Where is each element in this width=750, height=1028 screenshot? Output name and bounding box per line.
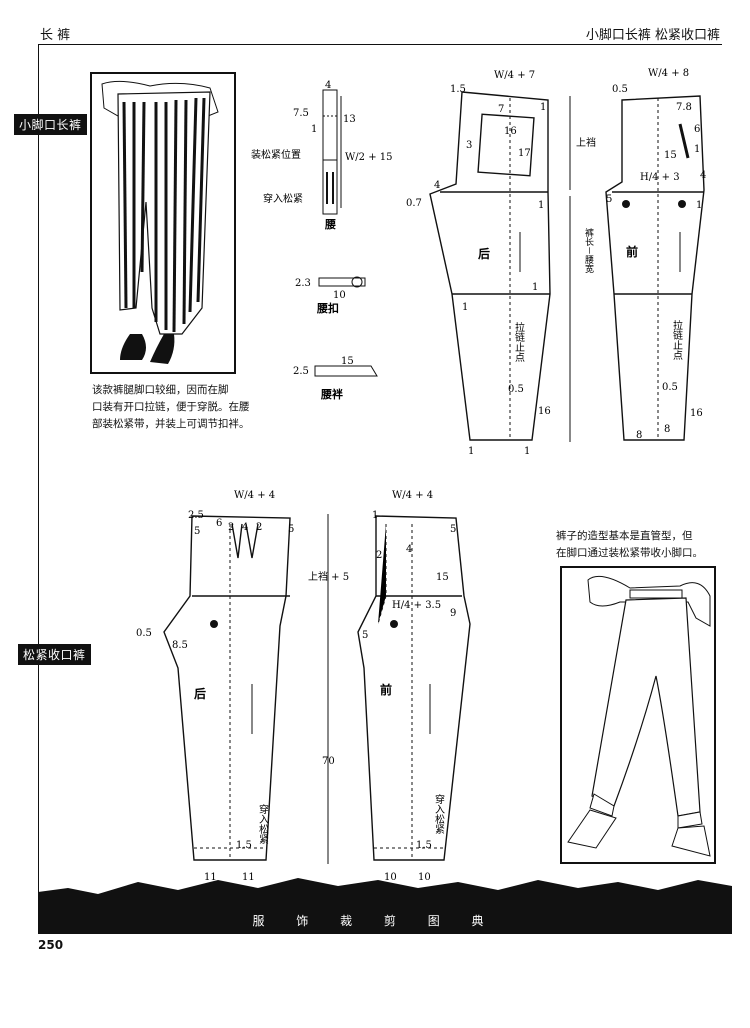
svg-text:W/4 + 4: W/4 + 4: [234, 490, 275, 501]
figure-elastic-cuff-trousers: [560, 566, 716, 864]
svg-text:5: 5: [606, 194, 612, 205]
svg-text:2.3: 2.3: [295, 278, 311, 289]
svg-text:8.5: 8.5: [172, 640, 188, 651]
svg-text:0.5: 0.5: [612, 84, 628, 95]
svg-text:17: 17: [518, 148, 531, 159]
svg-text:1: 1: [311, 124, 317, 135]
svg-text:2: 2: [376, 550, 382, 561]
svg-text:拉链止点: 拉链止点: [513, 321, 525, 363]
svg-text:0.7: 0.7: [406, 198, 422, 209]
header-left: 长 裤: [40, 28, 71, 43]
svg-text:W/4 + 7: W/4 + 7: [494, 70, 535, 81]
waistband-parts: 4 7.5 13 1 装松紧位置 W/2 + 15 穿入松紧 腰 2.3 10 …: [251, 80, 392, 401]
description-top: 该款裤腿脚口较细，因而在脚 口装有开口拉链，便于穿脱。在腰 部装松紧带，并装上可…: [92, 384, 250, 430]
svg-text:8: 8: [664, 424, 670, 435]
footer-band: [38, 878, 732, 934]
svg-text:拉链止点: 拉链止点: [671, 319, 683, 361]
svg-text:上裆: 上裆: [576, 136, 596, 149]
svg-text:0.5: 0.5: [662, 382, 678, 393]
svg-text:15: 15: [436, 572, 449, 583]
header-right: 小脚口长裤 松紧收口裤: [585, 28, 720, 43]
svg-text:16: 16: [538, 406, 551, 417]
svg-text:2.5: 2.5: [293, 366, 309, 377]
section-tag-bottom: 松紧收口裤: [18, 644, 91, 665]
svg-text:1: 1: [532, 282, 538, 293]
svg-text:10: 10: [384, 872, 397, 883]
pattern-elastic-cuff-trousers: W/4 + 4 2.5 6 2 4 2 5 5 0.5 8.5 1.5 11 1…: [136, 490, 471, 883]
svg-text:7.8: 7.8: [676, 102, 692, 113]
svg-text:10: 10: [418, 872, 431, 883]
svg-text:后: 后: [478, 246, 490, 261]
svg-text:W/4 + 4: W/4 + 4: [392, 490, 433, 501]
svg-text:4: 4: [325, 80, 331, 91]
svg-text:0.5: 0.5: [136, 628, 152, 639]
svg-text:上裆 + 5: 上裆 + 5: [308, 570, 349, 583]
svg-text:W/2 + 15: W/2 + 15: [345, 152, 392, 163]
svg-text:1: 1: [462, 302, 468, 313]
svg-text:裤长－腰宽: 裤长－腰宽: [583, 227, 594, 274]
footer-title: 服 饰 裁 剪 图 典: [252, 914, 498, 928]
svg-text:1.5: 1.5: [416, 840, 432, 851]
svg-text:穿入松紧: 穿入松紧: [433, 793, 445, 834]
svg-text:11: 11: [242, 872, 255, 883]
svg-text:0.5: 0.5: [508, 384, 524, 395]
svg-text:6: 6: [216, 518, 222, 529]
svg-text:3: 3: [466, 140, 472, 151]
svg-text:15: 15: [664, 150, 677, 161]
svg-text:16: 16: [504, 126, 517, 137]
page-number: 250: [38, 938, 64, 952]
svg-text:前: 前: [380, 682, 392, 697]
svg-text:腰: 腰: [324, 218, 336, 231]
svg-text:5: 5: [194, 526, 200, 537]
svg-text:16: 16: [690, 408, 703, 419]
svg-text:1.5: 1.5: [236, 840, 252, 851]
svg-text:4: 4: [242, 522, 248, 533]
svg-text:1: 1: [468, 446, 474, 457]
svg-text:9: 9: [450, 608, 456, 619]
svg-text:7.5: 7.5: [293, 108, 309, 119]
svg-text:2.5: 2.5: [188, 510, 204, 521]
svg-text:1: 1: [538, 200, 544, 211]
svg-text:7: 7: [498, 104, 504, 115]
svg-text:5: 5: [288, 524, 294, 535]
svg-text:4: 4: [406, 544, 412, 555]
svg-text:1: 1: [524, 446, 530, 457]
svg-text:腰袢: 腰袢: [320, 387, 343, 401]
svg-text:8: 8: [636, 430, 642, 441]
svg-text:后: 后: [194, 686, 206, 701]
margin-rule: [38, 44, 39, 894]
svg-text:5: 5: [450, 524, 456, 535]
svg-text:W/4 + 8: W/4 + 8: [648, 68, 689, 79]
svg-text:11: 11: [204, 872, 217, 883]
header-rule: [38, 44, 722, 45]
svg-text:6: 6: [694, 124, 700, 135]
svg-text:穿入松紧: 穿入松紧: [257, 803, 269, 844]
svg-text:1: 1: [694, 144, 700, 155]
svg-text:前: 前: [626, 244, 638, 259]
svg-text:1: 1: [540, 102, 546, 113]
svg-text:2: 2: [228, 522, 234, 533]
svg-text:穿入松紧: 穿入松紧: [263, 192, 303, 205]
svg-text:5: 5: [362, 630, 368, 641]
svg-text:1: 1: [372, 510, 378, 521]
description-bottom: 裤子的造型基本是直管型，但 在脚口通过装松紧带收小脚口。: [556, 530, 703, 559]
svg-text:10: 10: [333, 290, 346, 301]
svg-text:4: 4: [434, 180, 440, 191]
section-tag-top: 小脚口长裤: [14, 114, 87, 135]
svg-text:装松紧位置: 装松紧位置: [251, 148, 301, 161]
svg-text:1: 1: [696, 200, 702, 211]
svg-text:H/4 + 3.5: H/4 + 3.5: [392, 600, 441, 611]
svg-text:13: 13: [343, 114, 356, 125]
svg-text:H/4 + 3: H/4 + 3: [640, 172, 680, 183]
svg-text:15: 15: [341, 356, 354, 367]
svg-text:70: 70: [322, 756, 335, 767]
figure-striped-trousers: [90, 72, 236, 374]
svg-text:2: 2: [256, 522, 262, 533]
svg-text:1.5: 1.5: [450, 84, 466, 95]
svg-text:4: 4: [700, 170, 706, 181]
pattern-narrow-leg-trousers: W/4 + 7 1.5 1 7 16 17 3 4 0.7 1 1 1 0.5 …: [406, 68, 706, 457]
svg-text:腰扣: 腰扣: [316, 301, 339, 315]
